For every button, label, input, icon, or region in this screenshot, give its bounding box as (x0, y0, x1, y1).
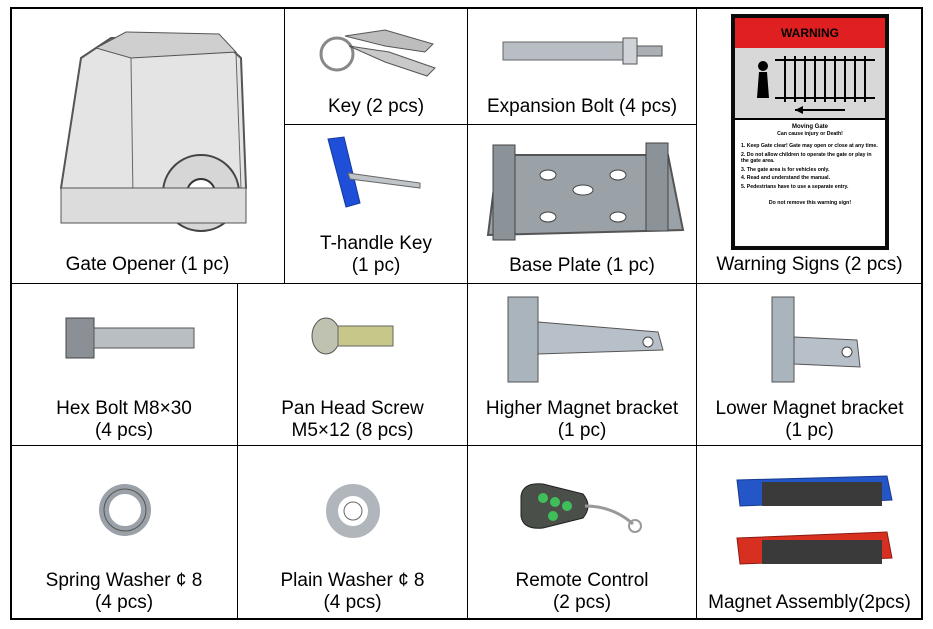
warning-sign-title: Moving Gate (791, 124, 828, 130)
t-handle-key-image (327, 136, 421, 208)
warning-signs-label: Warning Signs (2 pcs) (716, 254, 903, 275)
cell-pan-head-screw: Pan Head Screw M5×12 (8 pcs) (237, 283, 468, 446)
plain-washer-label-2: (4 pcs) (323, 592, 382, 613)
cell-plain-washer: Plain Washer ¢ 8 (4 pcs) (237, 445, 468, 620)
remote-control-label-2: (2 pcs) (552, 592, 612, 613)
spring-washer-label-2: (4 pcs) (94, 592, 154, 613)
pan-head-screw-image (311, 317, 394, 355)
cell-magnet-assembly: Magnet Assembly(2pcs) (696, 445, 923, 620)
spring-washer-label-1: Spring Washer ¢ 8 (45, 570, 203, 591)
magnet-assembly-image (736, 475, 893, 565)
gate-opener-label: Gate Opener (1 pc) (65, 254, 230, 275)
higher-magnet-bracket-label-2: (1 pc) (557, 420, 607, 441)
expansion-bolt-label: Expansion Bolt (4 pcs) (486, 96, 678, 117)
hex-bolt-image (65, 317, 195, 359)
key-label: Key (2 pcs) (327, 96, 425, 117)
pan-head-screw-label-2: M5×12 (8 pcs) (291, 420, 414, 441)
warning-sign-line: 1. Keep Gate clear! Gate may open or clo… (741, 143, 878, 149)
cell-spring-washer: Spring Washer ¢ 8 (4 pcs) (10, 445, 238, 620)
cell-remote-control: Remote Control (2 pcs) (467, 445, 697, 620)
warning-sign-line: 2. Do not allow children to operate the … (741, 151, 872, 165)
plain-washer-image (326, 484, 380, 538)
warning-sign-footer: Do not remove this warning sign! (768, 200, 852, 206)
higher-magnet-bracket-label-1: Higher Magnet bracket (485, 398, 679, 419)
cell-t-handle-key: T-handle Key (1 pc) (284, 124, 468, 284)
warning-sign-line: 5. Pedestrians have to use a separate en… (741, 183, 849, 190)
gate-hazard-icon (735, 48, 885, 120)
higher-magnet-bracket-image (507, 296, 664, 383)
lower-magnet-bracket-label-2: (1 pc) (785, 420, 834, 441)
gate-opener-image (59, 31, 248, 232)
remote-control-label-1: Remote Control (515, 570, 649, 591)
cell-expansion-bolt: Expansion Bolt (4 pcs) (467, 7, 697, 125)
warning-sign-line: 4. Read and understand the manual. (741, 175, 831, 181)
warning-sign-line: 3. The gate area is for vehicles only. (741, 166, 830, 173)
pan-head-screw-label-1: Pan Head Screw (281, 398, 424, 419)
warning-sign-subtitle: Can cause injury or Death! (777, 130, 843, 137)
hex-bolt-label-2: (4 pcs) (94, 420, 154, 441)
cell-base-plate: Base Plate (1 pc) (467, 124, 697, 284)
warning-sign-image: WARNING Moving Gate Can cause injury (731, 14, 889, 250)
remote-control-image (520, 483, 642, 533)
warning-sign-header: WARNING (735, 18, 885, 48)
lower-magnet-bracket-label-1: Lower Magnet bracket (715, 398, 904, 419)
t-handle-key-label-2: (1 pc) (351, 255, 401, 276)
expansion-bolt-image (502, 37, 663, 65)
cell-gate-opener: Gate Opener (1 pc) (10, 7, 285, 284)
cell-hex-bolt: Hex Bolt M8×30 (4 pcs) (10, 283, 238, 446)
base-plate-image (486, 142, 685, 241)
cell-higher-magnet-bracket: Higher Magnet bracket (1 pc) (467, 283, 697, 446)
key-image (319, 29, 436, 77)
lower-magnet-bracket-image (771, 296, 861, 383)
t-handle-key-label-1: T-handle Key (320, 233, 432, 254)
magnet-assembly-label: Magnet Assembly(2pcs) (708, 592, 911, 613)
cell-lower-magnet-bracket: Lower Magnet bracket (1 pc) (696, 283, 923, 446)
base-plate-label: Base Plate (1 pc) (509, 255, 655, 276)
cell-key: Key (2 pcs) (284, 7, 468, 125)
hex-bolt-label-1: Hex Bolt M8×30 (56, 398, 192, 419)
spring-washer-image (99, 484, 151, 536)
plain-washer-label-1: Plain Washer ¢ 8 (280, 570, 425, 591)
